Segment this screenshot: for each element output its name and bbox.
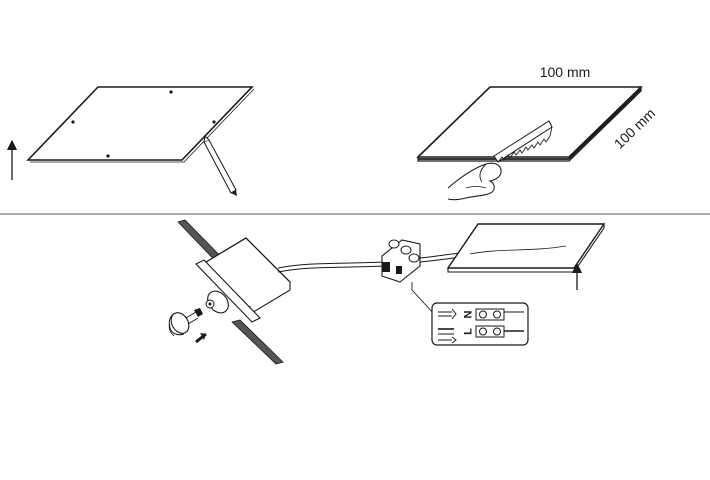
width-dimension-label: 100 mm xyxy=(540,64,591,80)
step-cut-opening: 100 mm 100 mm xyxy=(416,64,658,201)
neutral-label: N xyxy=(463,310,475,318)
step-mark-panel xyxy=(6,86,255,196)
ceiling-panel-raised xyxy=(446,223,606,273)
rotate-arrow-icon xyxy=(168,323,175,337)
mark-dot xyxy=(106,154,110,158)
live-label: L xyxy=(463,328,475,335)
hand-icon xyxy=(447,162,502,201)
supply-cable xyxy=(277,261,385,269)
mounting-frame xyxy=(195,259,261,323)
pencil-icon xyxy=(203,134,237,196)
ceiling-panel xyxy=(26,86,254,161)
step-install-fixture: N L xyxy=(168,219,606,365)
mark-dot xyxy=(169,90,173,94)
saw-icon xyxy=(493,120,553,163)
wiring-detail: N L xyxy=(431,302,529,346)
bulb-icon xyxy=(168,308,203,336)
terminal-connector xyxy=(381,239,421,283)
mark-dot xyxy=(212,120,216,124)
mark-dot xyxy=(71,120,75,124)
